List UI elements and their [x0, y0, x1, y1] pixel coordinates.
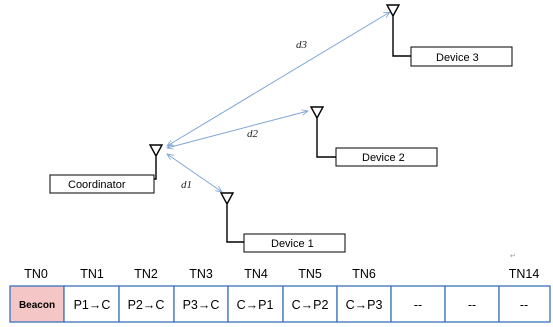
device-2-node: Device 2	[309, 106, 438, 167]
slot-text: C→P3	[346, 298, 383, 312]
distance-label-d3: d3	[296, 39, 308, 51]
device-3-label: Device 3	[436, 52, 479, 64]
slot-text: P2→C	[128, 298, 165, 312]
slot-label: TN1	[80, 267, 104, 281]
device-1-node: Device 1	[219, 192, 346, 253]
slot	[282, 285, 338, 323]
slot-text: --	[414, 298, 422, 312]
link-device-2	[167, 111, 308, 148]
stray-mark: ↵	[510, 253, 516, 260]
superframe-slots: Beacon P1→C P2→C P3→C C→P1 C→P2 C→P3 -- …	[9, 285, 551, 323]
antenna-icon	[309, 106, 336, 158]
slot	[227, 285, 284, 323]
slot-label: TN14	[509, 267, 540, 281]
slot	[173, 285, 229, 323]
distance-label-d2: d2	[247, 128, 259, 140]
radio-links	[167, 12, 390, 192]
coordinator-label: Coordinator	[68, 179, 126, 191]
slot-text: P1→C	[74, 298, 111, 312]
slot	[498, 285, 551, 323]
link-device-1	[167, 154, 222, 192]
device-2-box	[335, 147, 438, 167]
slot-label: TN4	[244, 267, 268, 281]
slot-text: C→P1	[237, 298, 274, 312]
antenna-icon	[148, 144, 164, 180]
slot-beacon	[9, 285, 65, 323]
coordinator-node: Coordinator	[49, 144, 164, 194]
slot	[390, 285, 446, 323]
slot-text: C→P2	[292, 298, 329, 312]
slot-label: TN5	[298, 267, 322, 281]
antenna-icon	[385, 4, 411, 57]
slot	[118, 285, 175, 323]
device-3-node: Device 3	[385, 4, 513, 67]
slot-label: TN3	[189, 267, 213, 281]
slot-label: TN6	[352, 267, 376, 281]
device-2-label: Device 2	[362, 152, 405, 164]
link-device-3	[167, 12, 390, 146]
slot-label: TN2	[134, 267, 158, 281]
coordinator-box	[49, 174, 155, 194]
device-1-label: Device 1	[271, 238, 314, 250]
slot	[336, 285, 392, 323]
device-1-box	[243, 233, 346, 253]
slot-text: P3→C	[183, 298, 220, 312]
device-3-box	[410, 46, 513, 67]
slot-label: TN0	[24, 267, 48, 281]
slot-text: --	[468, 298, 476, 312]
slot-text: --	[520, 298, 528, 312]
antenna-icon	[219, 192, 244, 243]
slot	[444, 285, 500, 323]
superframe-slot-labels: TN0 TN1 TN2 TN3 TN4 TN5 TN6 TN14	[24, 267, 539, 281]
slot-text-beacon: Beacon	[19, 300, 55, 311]
distance-label-d1: d1	[181, 179, 192, 191]
